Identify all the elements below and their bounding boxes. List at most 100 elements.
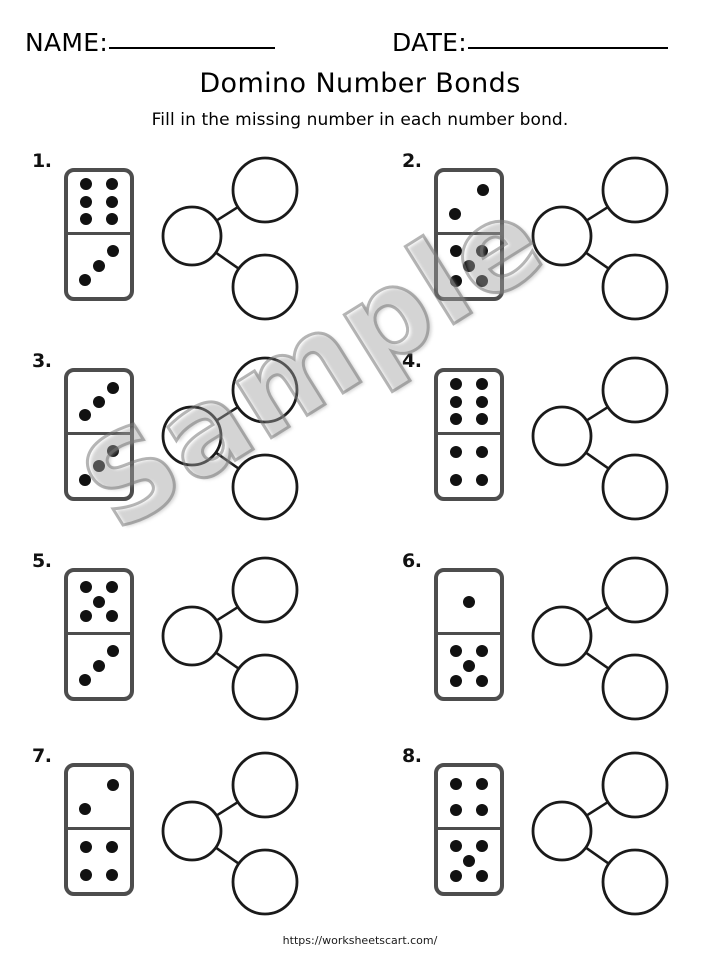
domino-pip — [107, 382, 120, 395]
domino-body — [64, 368, 134, 501]
domino-pip — [449, 446, 462, 458]
domino-pip — [476, 644, 489, 657]
problem-number-label: 5. — [32, 550, 52, 572]
domino-pip — [106, 868, 119, 881]
domino-pip — [463, 259, 475, 272]
number-bond — [144, 550, 344, 740]
bond-part-a-circle[interactable] — [231, 356, 299, 424]
domino-tile — [64, 763, 134, 896]
bond-part-b-circle[interactable] — [601, 453, 669, 521]
domino-pip — [476, 674, 489, 687]
number-bond-diagram — [161, 356, 299, 521]
number-bond-diagram — [161, 751, 299, 916]
domino-pip — [106, 841, 119, 853]
bond-whole-circle[interactable] — [161, 405, 223, 467]
domino-body — [64, 568, 134, 701]
domino-bottom-half — [438, 435, 500, 498]
bond-connector-line — [585, 451, 610, 470]
number-bond-diagram — [531, 751, 669, 916]
bond-part-b-circle[interactable] — [601, 653, 669, 721]
domino-tile — [64, 568, 134, 701]
bond-connector-line — [215, 651, 240, 670]
bond-whole-circle[interactable] — [531, 605, 593, 667]
bond-whole-circle[interactable] — [531, 800, 593, 862]
domino-pip — [476, 413, 489, 425]
domino-pip — [78, 274, 91, 287]
domino-pip — [449, 674, 462, 687]
number-bond — [144, 350, 344, 540]
problem-1: 1. — [24, 150, 354, 340]
bond-part-b-circle[interactable] — [601, 848, 669, 916]
name-field[interactable]: NAME: — [25, 30, 276, 55]
domino-body — [434, 763, 504, 896]
bond-part-b-circle[interactable] — [231, 453, 299, 521]
bond-part-a-circle[interactable] — [231, 156, 299, 224]
bond-part-a-circle[interactable] — [601, 556, 669, 624]
domino-tile — [64, 368, 134, 501]
problem-3: 3. — [24, 350, 354, 540]
bond-whole-circle[interactable] — [161, 205, 223, 267]
bond-connector-line — [585, 605, 609, 622]
domino-pip — [449, 207, 462, 220]
bond-part-a-circle[interactable] — [601, 156, 669, 224]
bond-part-a-circle[interactable] — [231, 556, 299, 624]
number-bond-diagram — [161, 556, 299, 721]
problem-5: 5. — [24, 550, 354, 740]
domino-pip — [106, 178, 119, 191]
bond-part-a-circle[interactable] — [601, 356, 669, 424]
bond-whole-circle[interactable] — [531, 205, 593, 267]
bond-part-b-circle[interactable] — [231, 253, 299, 321]
date-field[interactable]: DATE: — [392, 30, 668, 55]
bond-part-b-circle[interactable] — [231, 653, 299, 721]
bond-part-b-circle[interactable] — [231, 848, 299, 916]
problem-2: 2. — [394, 150, 720, 340]
problem-number-label: 7. — [32, 745, 52, 767]
bond-whole-circle[interactable] — [161, 800, 223, 862]
number-bond — [514, 150, 714, 340]
number-bond-canvas — [144, 150, 344, 340]
domino-pip — [476, 777, 489, 790]
number-bond-canvas — [514, 150, 714, 340]
domino-pip — [79, 213, 92, 225]
domino-pip — [93, 595, 105, 608]
domino-pip — [476, 395, 489, 408]
domino-pip — [106, 778, 119, 791]
domino-pip — [79, 610, 92, 623]
bond-connector-line — [585, 205, 609, 222]
domino-tile — [434, 763, 504, 896]
bond-connector-line — [585, 405, 609, 422]
problem-6: 6. — [394, 550, 720, 740]
bond-part-a-circle[interactable] — [601, 751, 669, 819]
bond-connector-line — [215, 251, 240, 270]
bond-connector-line — [585, 846, 610, 865]
bond-whole-circle[interactable] — [161, 605, 223, 667]
number-bond-diagram — [531, 156, 669, 321]
domino-pip — [449, 839, 462, 852]
number-bond — [144, 745, 344, 935]
domino-pip — [79, 581, 92, 594]
date-write-line[interactable] — [467, 47, 668, 49]
domino-pip — [93, 459, 105, 472]
bond-connector-line — [215, 846, 240, 865]
bond-connector-line — [585, 800, 609, 817]
domino-body — [434, 568, 504, 701]
domino-body — [434, 168, 504, 301]
domino-pip — [476, 244, 489, 257]
domino-pip — [106, 581, 119, 594]
domino-pip — [476, 446, 489, 458]
domino-tile — [64, 168, 134, 301]
domino-pip — [476, 839, 489, 852]
bond-part-b-circle[interactable] — [601, 253, 669, 321]
domino-bottom-half — [438, 235, 500, 298]
domino-pip — [79, 868, 92, 881]
domino-pip — [476, 869, 489, 882]
domino-pip — [107, 645, 120, 658]
name-write-line[interactable] — [109, 47, 276, 49]
bond-part-a-circle[interactable] — [231, 751, 299, 819]
domino-bottom-half — [68, 830, 130, 893]
bond-whole-circle[interactable] — [531, 405, 593, 467]
domino-pip — [107, 245, 120, 258]
domino-bottom-half — [438, 635, 500, 698]
domino-pip — [476, 803, 489, 816]
